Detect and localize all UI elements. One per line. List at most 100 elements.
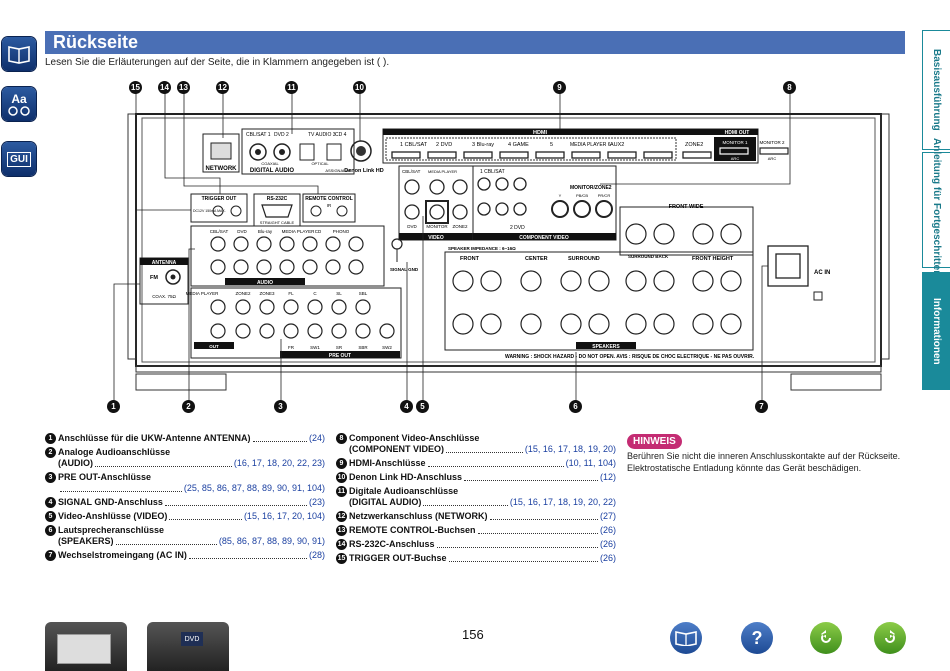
preout-mp-label: MEDIA PLAYER bbox=[186, 291, 219, 296]
legend-item-5[interactable]: 5 Video-Anshlüsse (VIDEO) (15, 16, 17, 2… bbox=[45, 511, 325, 522]
legend-pages[interactable]: (28) bbox=[308, 550, 325, 560]
hdmi-in-5-label: 5 bbox=[550, 142, 553, 148]
audio-in-dvd-label: DVD bbox=[237, 229, 247, 234]
legend-pages[interactable]: (85, 86, 87, 88, 89, 90, 91) bbox=[218, 536, 325, 546]
front-label: FRONT bbox=[460, 256, 480, 262]
legend-number: 4 bbox=[45, 497, 56, 508]
legend-number: 3 bbox=[45, 472, 56, 483]
denon-link-label: Denon Link HD bbox=[344, 168, 383, 174]
preout-zone3-label: ZONE3 bbox=[259, 291, 275, 296]
tab-basisausfuehrung[interactable]: Basisausführung bbox=[922, 30, 950, 150]
hdmi-in-4-label: 4 GAME bbox=[508, 142, 529, 148]
preout-sl-label: SL bbox=[336, 291, 342, 296]
book-icon[interactable] bbox=[2, 37, 36, 71]
legend-label: Netzwerkanschluss (NETWORK) bbox=[349, 511, 488, 521]
legend-pages[interactable]: (26) bbox=[599, 553, 616, 563]
video-dvd-label: DVD bbox=[407, 224, 417, 229]
callout-3: 3 bbox=[274, 400, 287, 413]
arc-label-1: ARC bbox=[731, 156, 740, 161]
tab-label: Basisausführung bbox=[931, 49, 942, 131]
font-size-icon[interactable]: Aa bbox=[2, 87, 36, 121]
legend-item-15[interactable]: 15 TRIGGER OUT-Buchse (26) bbox=[336, 553, 616, 564]
comp-pb-label: PB/CB bbox=[576, 193, 588, 198]
legend-number: 2 bbox=[45, 447, 56, 458]
legend-pages[interactable]: (15, 16, 17, 18, 19, 20, 22) bbox=[509, 497, 616, 507]
monitor-zone2-label: MONITOR/ZONE2 bbox=[570, 185, 612, 191]
audio-in-mp-label: MEDIA PLAYER bbox=[282, 229, 315, 234]
video-monitor-label: MONITOR bbox=[426, 224, 448, 229]
preout-fr-label: FR bbox=[288, 345, 295, 350]
legend-label: Video-Anshlüsse (VIDEO) bbox=[58, 511, 168, 521]
legend-pages[interactable]: (27) bbox=[599, 511, 616, 521]
tab-fortgeschrittene[interactable]: Anleitung für Fortgeschrittene bbox=[922, 138, 950, 282]
hdmi-zone2-label: ZONE2 bbox=[685, 142, 703, 148]
callout-9: 9 bbox=[553, 81, 566, 94]
legend-label: TRIGGER OUT-Buchse bbox=[349, 553, 447, 563]
legend-pages[interactable]: (24) bbox=[308, 433, 325, 443]
preout-sbl-label: SBL bbox=[359, 291, 368, 296]
legend-number: 8 bbox=[336, 433, 347, 444]
legend-number: 6 bbox=[45, 525, 56, 536]
back-icon[interactable] bbox=[810, 622, 842, 654]
comp-in2-label: 2 DVD bbox=[510, 225, 525, 231]
audio-in-phono-label: PHONO bbox=[333, 229, 350, 234]
surround-label: SURROUND bbox=[568, 256, 600, 262]
legend-item-4[interactable]: 4 SIGNAL GND-Anschluss (23) bbox=[45, 497, 325, 508]
font-size-label: Aa bbox=[11, 92, 27, 106]
signal-gnd-label: SIGNAL GND bbox=[390, 267, 419, 272]
hdmi-in-aux2-label: AUX2 bbox=[610, 142, 624, 148]
legend-number: 15 bbox=[336, 553, 347, 564]
callout-1: 1 bbox=[107, 400, 120, 413]
video-cblsat-label: CBL/SAT bbox=[402, 169, 421, 174]
page-number: 156 bbox=[462, 627, 484, 642]
hdmi-in-1-label: 1 CBL/SAT bbox=[400, 142, 428, 148]
legend-label: Wechselstromeingang (AC IN) bbox=[58, 550, 187, 560]
legend-pages[interactable]: (12) bbox=[599, 472, 616, 482]
help-icon[interactable]: ? bbox=[741, 622, 773, 654]
component-video-label: COMPONENT VIDEO bbox=[519, 235, 569, 241]
callout-13: 13 bbox=[177, 81, 190, 94]
legend-item-1[interactable]: 1 Anschlüsse für die UKW-Antenne ANTENNA… bbox=[45, 433, 325, 444]
audio-in-cblsat-label: CBL/SAT bbox=[210, 229, 229, 234]
coax75-label: COAX. 75Ω bbox=[152, 294, 176, 299]
book-icon[interactable] bbox=[670, 622, 702, 654]
preout-sw2-label: SW2 bbox=[382, 345, 392, 350]
legend-item-14[interactable]: 14 RS-232C-Anschluss (26) bbox=[336, 539, 616, 550]
warning-label: WARNING : SHOCK HAZARD - DO NOT OPEN. AV… bbox=[505, 354, 755, 360]
callout-4: 4 bbox=[400, 400, 413, 413]
hdmi-label: HDMI bbox=[533, 130, 548, 136]
legend-pages[interactable]: (23) bbox=[308, 497, 325, 507]
legend-pages[interactable]: (15, 16, 17, 20, 104) bbox=[243, 511, 325, 521]
legend-number: 1 bbox=[45, 433, 56, 444]
legend-pages[interactable]: (16, 17, 18, 20, 22, 23) bbox=[233, 458, 325, 468]
callout-15: 15 bbox=[129, 81, 142, 94]
legend-item-12[interactable]: 12 Netzwerkanschluss (NETWORK) (27) bbox=[336, 511, 616, 522]
callout-10: 10 bbox=[353, 81, 366, 94]
legend-pages[interactable]: (10, 11, 104) bbox=[565, 458, 616, 468]
audio-out-label: OUT bbox=[209, 344, 219, 349]
legend-pages[interactable]: (26) bbox=[599, 525, 616, 535]
remote-thumbnail[interactable]: DVD bbox=[147, 622, 229, 671]
forward-icon[interactable] bbox=[874, 622, 906, 654]
legend-pages[interactable]: (25, 85, 86, 87, 88, 89, 90, 91, 104) bbox=[183, 483, 325, 493]
tab-informationen[interactable]: Informationen bbox=[922, 272, 950, 390]
digital-audio-label: DIGITAL AUDIO bbox=[250, 168, 295, 174]
legend-label: RS-232C-Anschluss bbox=[349, 539, 435, 549]
legend-item-13[interactable]: 13 REMOTE CONTROL-Buchsen (26) bbox=[336, 525, 616, 536]
legend-label: SIGNAL GND-Anschluss bbox=[58, 497, 163, 507]
legend-pages[interactable]: (26) bbox=[599, 539, 616, 549]
gui-icon[interactable]: GUI bbox=[2, 142, 36, 176]
receiver-front-thumbnail[interactable] bbox=[45, 622, 127, 671]
callout-7: 7 bbox=[755, 400, 768, 413]
legend-item-9[interactable]: 9 HDMI-Anschlüsse (10, 11, 104) bbox=[336, 458, 616, 469]
legend-label-2: (COMPONENT VIDEO) bbox=[349, 444, 445, 454]
legend-item-10[interactable]: 10 Denon Link HD-Anschluss (12) bbox=[336, 472, 616, 483]
legend-pages[interactable]: (15, 16, 17, 18, 19, 20) bbox=[524, 444, 616, 454]
arc-label-2: ARC bbox=[768, 156, 777, 161]
legend-item-7[interactable]: 7 Wechselstromeingang (AC IN) (28) bbox=[45, 550, 325, 561]
